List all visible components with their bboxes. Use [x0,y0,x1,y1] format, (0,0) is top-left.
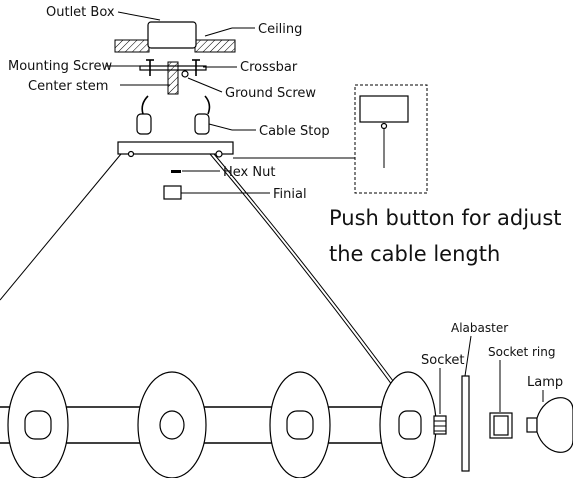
label-push-button-line1: Push button for adjust [329,206,562,230]
socket [433,415,447,435]
label-center-stem: Center stem [28,79,108,94]
label-outlet-box: Outlet Box [46,5,115,20]
label-lamp: Lamp [527,375,563,390]
label-push-button-line2: the cable length [329,242,500,266]
label-alabaster: Alabaster [451,321,508,335]
label-finial: Finial [273,187,307,202]
ground-screw [181,70,189,78]
label-socket-ring: Socket ring [488,345,555,359]
label-ceiling: Ceiling [258,22,302,37]
label-cable-stop: Cable Stop [259,124,330,139]
leader-lines [106,11,544,414]
mounting-screws [146,59,200,76]
center-stem [167,61,179,95]
suspension-cables [0,153,403,394]
label-hex-nut: Hex Nut [223,165,275,180]
label-crossbar: Crossbar [240,60,298,75]
label-mounting-screw: Mounting Screw [8,59,112,74]
cable-stops [136,95,211,135]
canopy-bar [117,141,234,158]
finial [163,185,182,200]
glass-discs [7,371,437,478]
push-button-detail [233,84,428,194]
outlet-box [147,21,197,49]
alabaster-plate [461,375,470,472]
label-socket: Socket [421,353,465,368]
lamp-bulb [526,397,573,453]
hex-nut [171,170,181,173]
socket-ring [489,412,513,439]
label-ground-screw: Ground Screw [225,86,316,101]
ceiling [114,39,236,53]
